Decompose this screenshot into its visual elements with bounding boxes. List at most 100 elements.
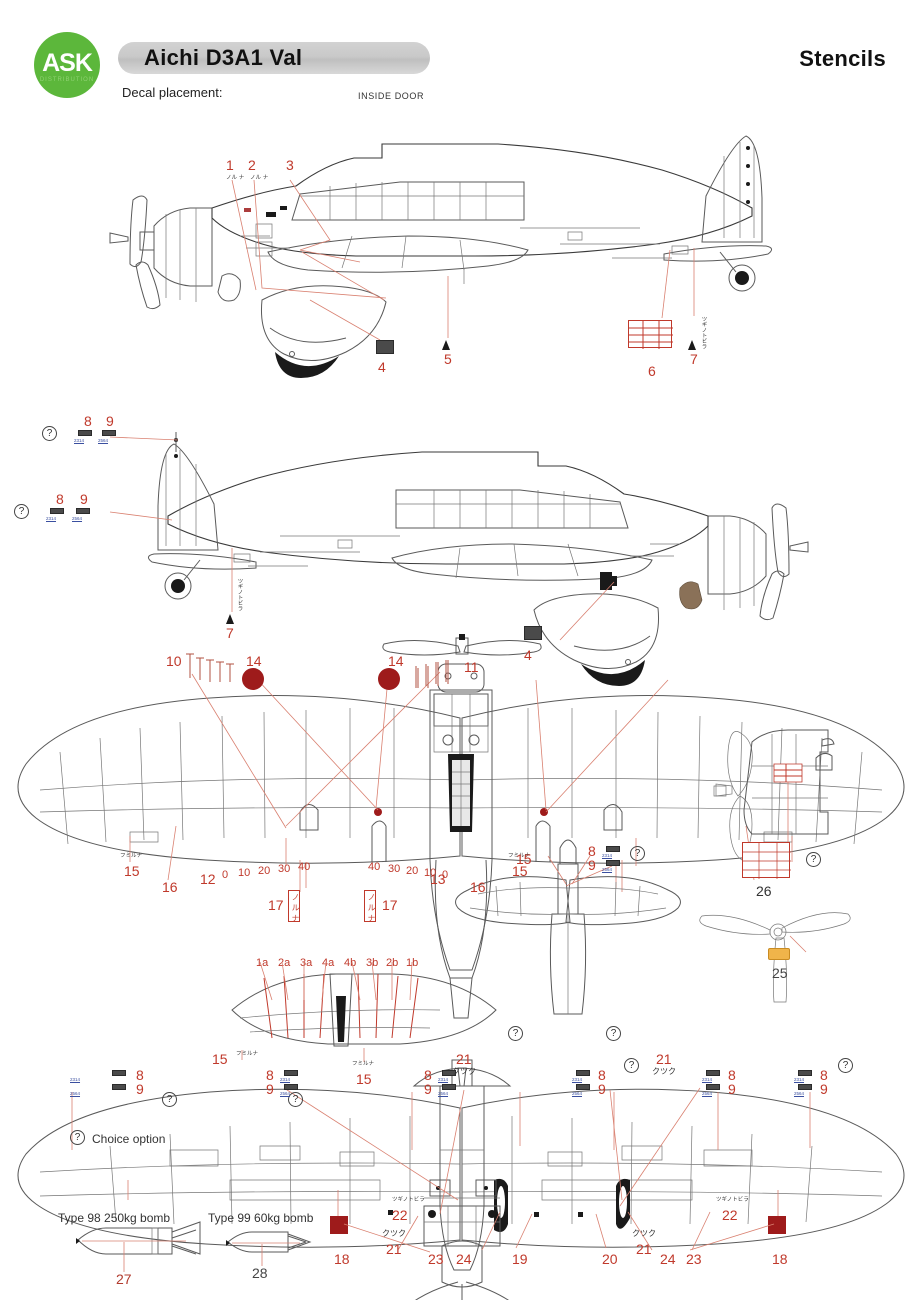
stencil-kana-1: ノル ナ [226,175,245,181]
section-title: Stencils [799,46,886,71]
scale-right-20: 20 [406,865,419,877]
callout-24a: 24 [456,1251,472,1267]
callout-4a: 4a [322,957,335,969]
decal-chip-4b [524,626,542,640]
choice-marker-3: ? [288,1092,303,1107]
bomb-label-type99: Type 99 60kg bomb [208,1211,314,1225]
stencil-kana-15b: フミルナ [508,853,531,859]
chip-code-8e: 2314 [438,1077,449,1082]
callout-19: 19 [512,1251,528,1267]
chip-code-9g: 2564 [702,1091,713,1096]
callout-21b: 21 [656,1051,672,1067]
bomb-type-98 [76,1222,200,1272]
callout-9e: 9 [424,1081,432,1097]
callout-7b: 7 [226,625,234,641]
callout-9g: 9 [728,1081,736,1097]
decal-chip-4 [376,340,394,354]
callout-9i: 9 [588,857,596,873]
plan-view-bottom [18,1060,904,1300]
stencil-kana-7: ツギノトビラ [700,316,707,349]
page-title: Aichi D3A1 Val [144,45,303,70]
callout-12: 12 [200,871,216,887]
callout-16b: 16 [470,879,486,895]
scale-left-10: 10 [238,867,251,879]
stencil-kana-21a: クツク [452,1067,476,1076]
callout-15a: 15 [124,863,140,879]
callout-14a: 14 [246,653,262,669]
table-decal-lines [629,321,673,349]
decal-chip-8i [606,846,620,852]
callout-8h: 8 [820,1067,828,1083]
callout-8a: 8 [84,413,92,429]
callout-5: 5 [444,351,452,367]
chip-code-9b: 2564 [72,516,83,521]
stencil-kana-22a: ツギノトビラ [392,1197,425,1203]
data-table-decal-26 [742,842,791,879]
data-table-decal-6 [628,320,673,349]
stencil-kana-21c: クツク [382,1229,406,1238]
decal-chip-8d [112,1070,126,1076]
callout-2: 2 [248,157,256,173]
decal-chip-25 [768,948,790,960]
scale-left-40: 40 [298,861,311,873]
scale-right-30: 30 [388,863,401,875]
callout-26: 26 [756,883,772,899]
plan-view-top [18,634,904,1018]
decal-chip-8h [798,1070,812,1076]
choice-marker-4: ? [162,1092,177,1107]
decal-chip-9b [76,508,90,514]
callout-15d: 15 [356,1071,372,1087]
logo-brand-subtext: DISTRIBUTION [39,77,95,83]
decal-chip-9f [576,1084,590,1090]
callout-7: 7 [690,351,698,367]
chip-code-8d: 2314 [70,1077,81,1082]
callout-9h: 9 [820,1081,828,1097]
tail-plan-view [456,840,681,1014]
callout-21a: 21 [456,1051,472,1067]
chip-code-9e: 2564 [438,1091,449,1096]
callout-8b: 8 [56,491,64,507]
callout-3a: 3a [300,957,313,969]
scale-left-0: 0 [222,869,229,881]
callout-20: 20 [602,1251,618,1267]
decal-chip-9h [798,1084,812,1090]
bomb-type-99 [226,1232,310,1266]
stencil-kana-15a: フミルナ [120,853,143,859]
kana-box-17b-text: ノ ル ナ [367,893,376,923]
callout-16a: 16 [162,879,178,895]
stencil-kana-15d: フミルナ [352,1061,375,1067]
callout-28: 28 [252,1265,268,1281]
kana-box-17a-text: ノ ル ナ [291,893,300,923]
callout-27: 27 [116,1271,132,1287]
stencil-kana-21d: クツク [632,1229,656,1238]
scale-right-40: 40 [368,861,381,873]
callout-21d: 21 [636,1241,652,1257]
callout-8e: 8 [424,1067,432,1083]
callout-9d: 9 [136,1081,144,1097]
scale-left-20: 20 [258,865,271,877]
choice-marker-9: ? [630,846,645,861]
decal-chip-9g [706,1084,720,1090]
scale-right-10: 10 [424,867,437,879]
callout-14b: 14 [388,653,404,669]
callout-1a: 1a [256,957,269,969]
callout-18a: 18 [334,1251,350,1267]
decal-chip-8b [50,508,64,514]
legend-choice-marker: ? [70,1130,85,1145]
chip-code-8i: 2314 [602,853,613,858]
scale-right-0: 0 [442,869,449,881]
callout-17a: 17 [268,897,284,913]
callout-9c: 9 [266,1081,274,1097]
chip-code-8h: 2314 [794,1077,805,1082]
stencil-kana-7b: ツギノトビラ [236,578,243,611]
decal-placement-label: Decal placement: [122,85,223,100]
choice-marker-6: ? [624,1058,639,1073]
chip-code-9d: 2564 [70,1091,81,1096]
chip-code-8g: 2314 [702,1077,713,1082]
choice-marker-8: ? [606,1026,621,1041]
callout-6: 6 [648,363,656,379]
callout-8f: 8 [598,1067,606,1083]
stencil-kana-22b: ツギノトビラ [716,1197,749,1203]
